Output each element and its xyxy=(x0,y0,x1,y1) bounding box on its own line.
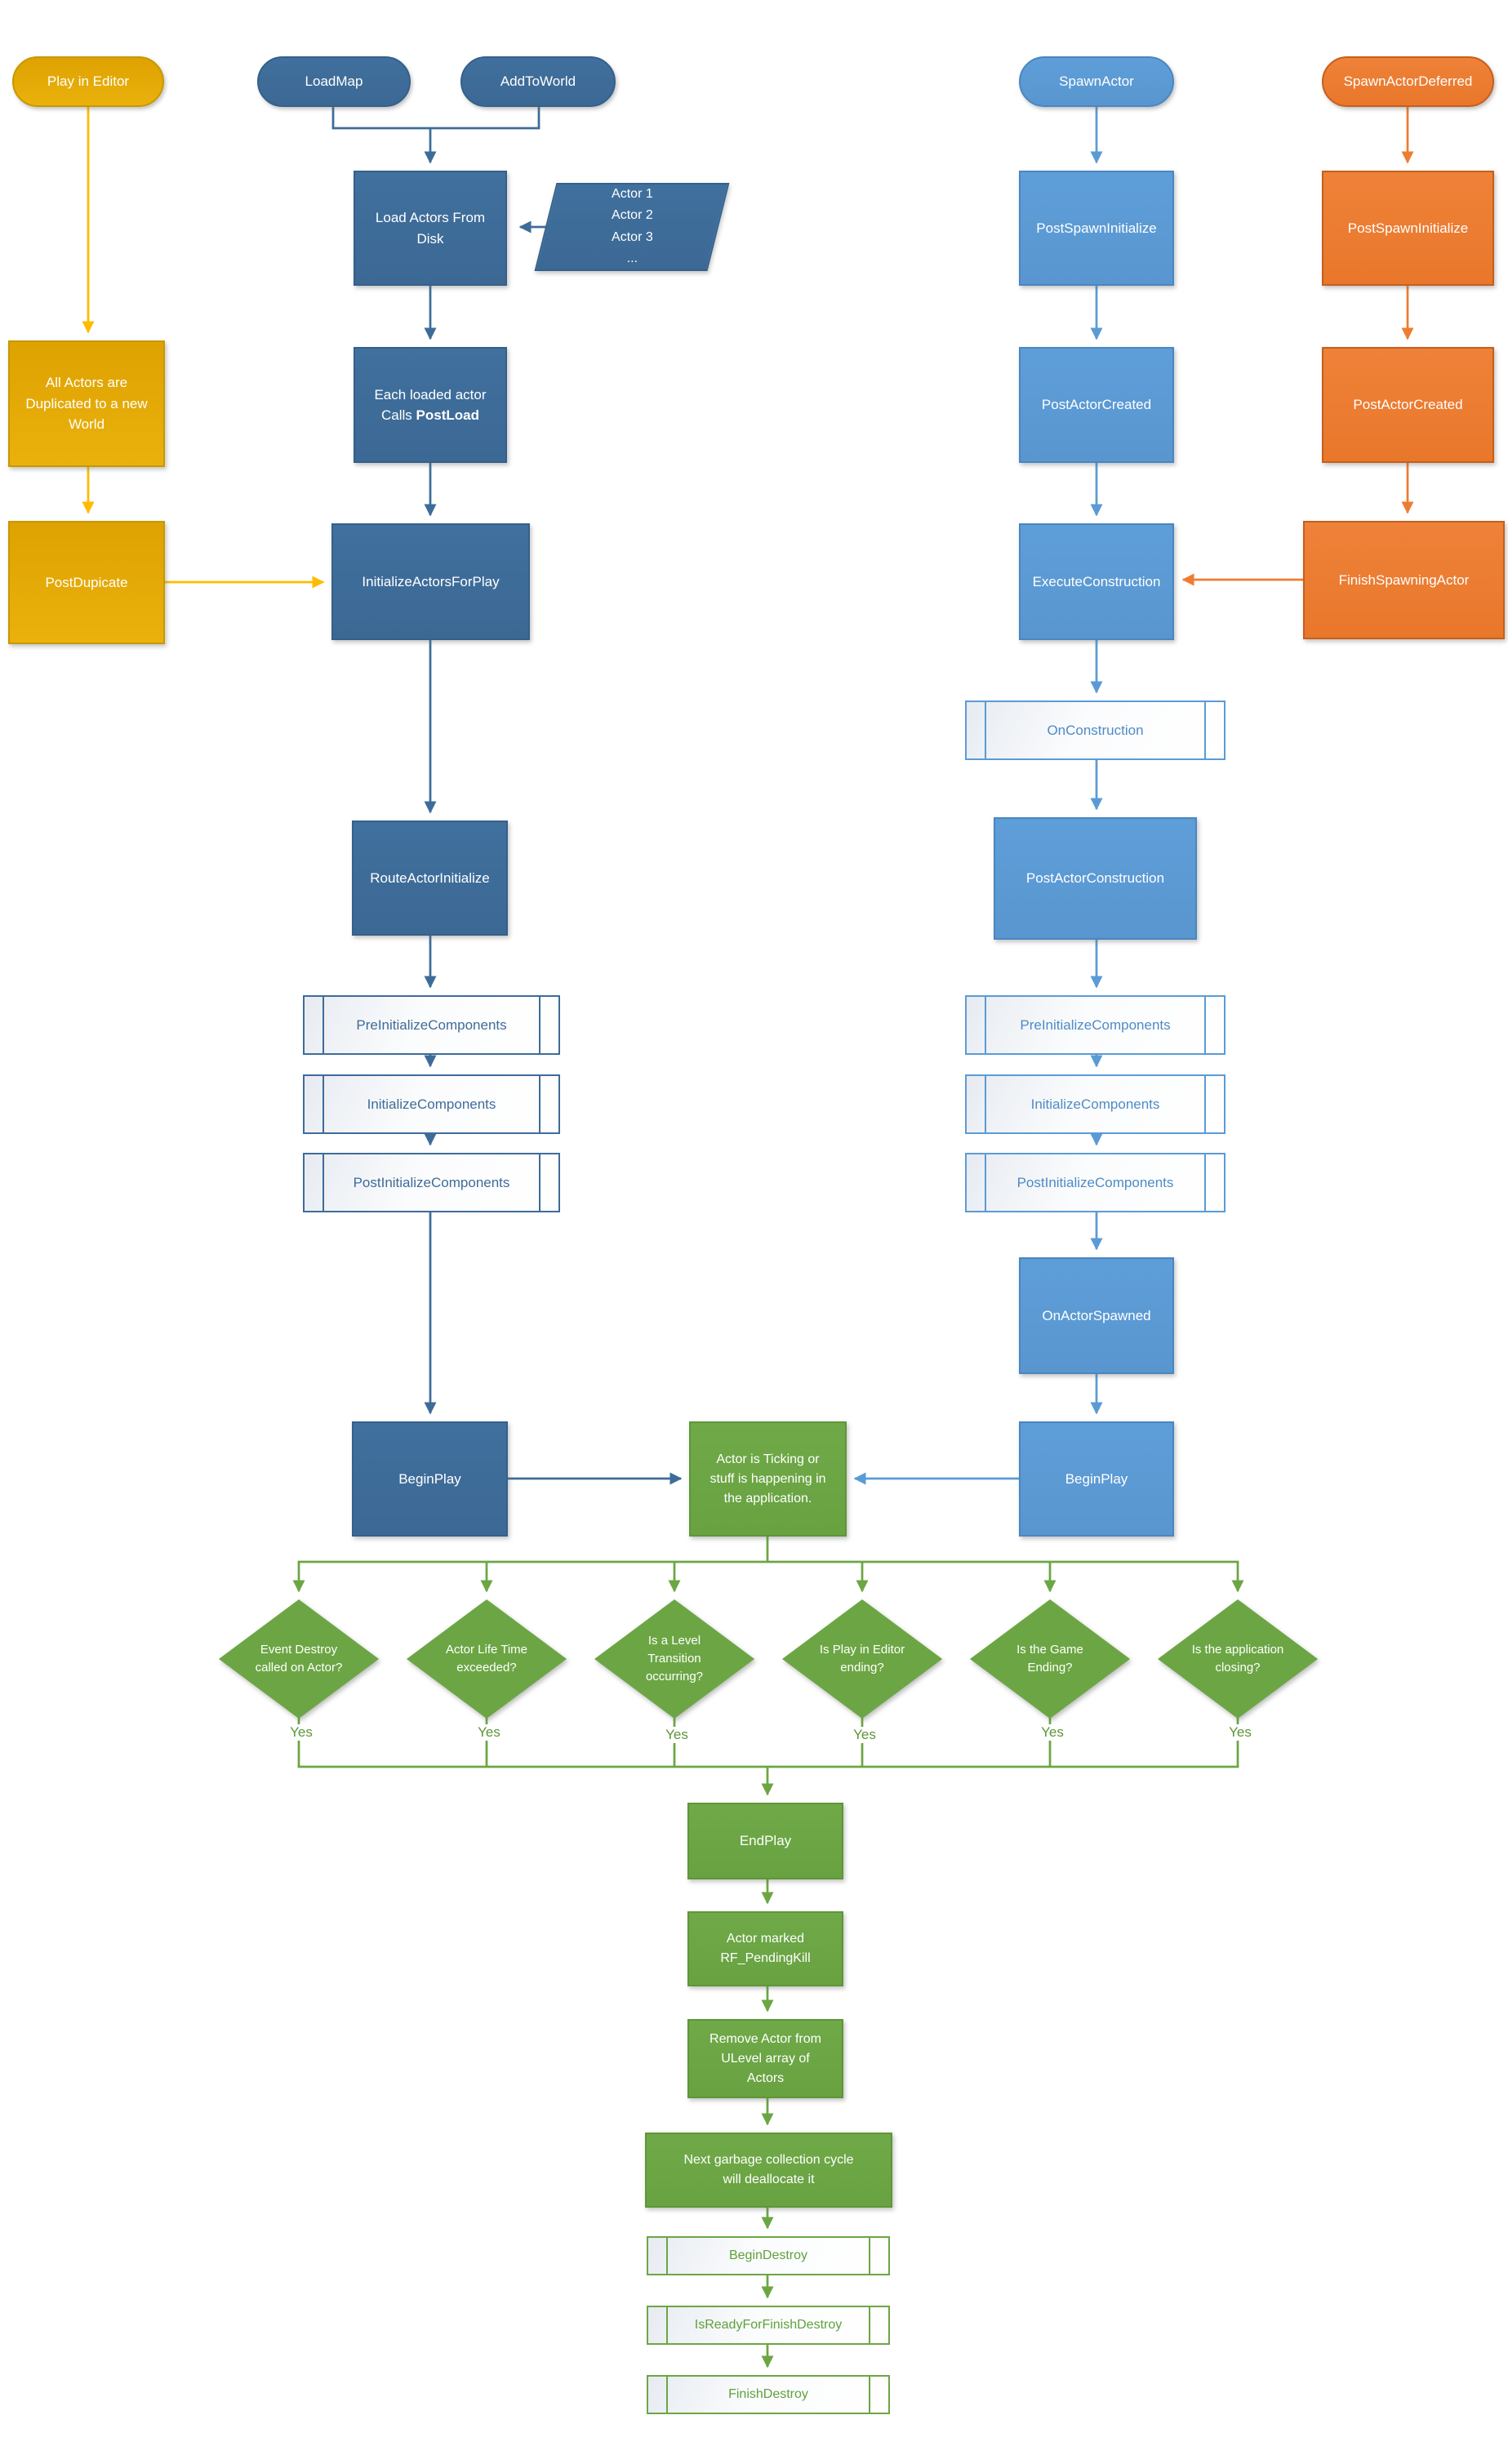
node-endplay: EndPlay xyxy=(687,1803,843,1879)
node-play-in-editor-label: Play in Editor xyxy=(47,73,130,90)
diamond-event-destroy: Event Destroy called on Actor? xyxy=(219,1599,379,1719)
diamond-app-closing-label: Is the application closing? xyxy=(1158,1599,1318,1719)
node-executeconstruction-label: ExecuteConstruction xyxy=(1032,573,1161,589)
node-preinitializecomponents-right-label: PreInitializeComponents xyxy=(1020,1016,1171,1033)
node-preinitializecomponents-left: PreInitializeComponents xyxy=(303,995,560,1055)
node-routeactorinitialize-label: RouteActorInitialize xyxy=(370,870,490,886)
node-actor-list: Actor 1 Actor 2 Actor 3 ... xyxy=(534,183,730,271)
diamond-game-ending: Is the Game Ending? xyxy=(970,1599,1130,1719)
node-load-actors-label: Load Actors From Disk xyxy=(375,210,486,247)
node-finishdestroy: FinishDestroy xyxy=(647,2375,890,2414)
node-onconstruction-label: OnConstruction xyxy=(1047,722,1144,738)
node-addtoworld-label: AddToWorld xyxy=(500,73,576,90)
node-beginplay-left-label: BeginPlay xyxy=(398,1470,461,1487)
node-finishdestroy-label: FinishDestroy xyxy=(728,2387,808,2401)
node-actor-ticking-label: Actor is Ticking or stuff is happening i… xyxy=(710,1452,826,1506)
node-postinitializecomponents-right: PostInitializeComponents xyxy=(965,1153,1226,1212)
node-postactorconstruction-label: PostActorConstruction xyxy=(1025,870,1165,887)
node-beginplay-left: BeginPlay xyxy=(352,1421,508,1537)
diamond-pie-ending-label: Is Play in Editor ending? xyxy=(782,1599,942,1719)
yes-label: Yes xyxy=(1220,1724,1261,1741)
node-postactorcreated-orange: PostActorCreated xyxy=(1322,347,1494,463)
node-preinitializecomponents-right: PreInitializeComponents xyxy=(965,995,1226,1055)
node-postactorcreated-orange-label: PostActorCreated xyxy=(1353,397,1463,413)
node-postinitializecomponents-right-label: PostInitializeComponents xyxy=(1016,1174,1174,1190)
node-rf-pendingkill-label: Actor marked RF_PendingKill xyxy=(720,1932,811,1965)
node-addtoworld: AddToWorld xyxy=(460,56,616,107)
node-initializeactorsforplay: InitializeActorsForPlay xyxy=(331,523,530,640)
node-postspawninitialize-blue: PostSpawnInitialize xyxy=(1019,171,1174,286)
yes-label: Yes xyxy=(1032,1724,1073,1741)
node-spawnactordeferred: SpawnActorDeferred xyxy=(1322,56,1494,107)
diamond-level-transition: Is a Level Transition occurring? xyxy=(594,1599,754,1719)
diamond-pie-ending: Is Play in Editor ending? xyxy=(782,1599,942,1719)
node-load-actors-from-disk: Load Actors From Disk xyxy=(354,171,507,286)
node-all-actors-duplicated: All Actors are Duplicated to a new World xyxy=(8,340,165,467)
diamond-lifetime-exceeded-label: Actor Life Time exceeded? xyxy=(407,1599,567,1719)
node-onconstruction: OnConstruction xyxy=(965,701,1226,760)
node-postspawninitialize-orange-label: PostSpawnInitialize xyxy=(1347,220,1469,236)
node-initializecomponents-left-label: InitializeComponents xyxy=(367,1096,496,1112)
diamond-game-ending-label: Is the Game Ending? xyxy=(970,1599,1130,1719)
node-play-in-editor: Play in Editor xyxy=(12,56,164,107)
node-rf-pendingkill: Actor marked RF_PendingKill xyxy=(687,1911,843,1986)
node-remove-actor-label: Remove Actor from ULevel array of Actors xyxy=(710,2031,821,2085)
node-initializeactorsforplay-label: InitializeActorsForPlay xyxy=(362,573,500,589)
node-isreadyforfinishdestroy: IsReadyForFinishDestroy xyxy=(647,2306,890,2345)
node-postactorcreated-blue-label: PostActorCreated xyxy=(1041,397,1152,413)
node-loadmap: LoadMap xyxy=(257,56,411,107)
node-actor-ticking: Actor is Ticking or stuff is happening i… xyxy=(689,1421,847,1537)
node-initializecomponents-right-label: InitializeComponents xyxy=(1030,1096,1160,1112)
node-postactorcreated-blue: PostActorCreated xyxy=(1019,347,1174,463)
node-beginplay-right-label: BeginPlay xyxy=(1065,1470,1128,1487)
node-finishspawningactor: FinishSpawningActor xyxy=(1303,521,1505,639)
node-postdupicate-label: PostDupicate xyxy=(45,574,128,590)
node-routeactorinitialize: RouteActorInitialize xyxy=(352,821,508,936)
diamond-event-destroy-label: Event Destroy called on Actor? xyxy=(219,1599,379,1719)
node-postspawninitialize-blue-label: PostSpawnInitialize xyxy=(1036,220,1157,236)
node-remove-actor: Remove Actor from ULevel array of Actors xyxy=(687,2019,843,2098)
node-loadmap-label: LoadMap xyxy=(305,73,363,90)
node-all-actors-label: All Actors are Duplicated to a new World xyxy=(25,375,148,433)
node-onactorspawned: OnActorSpawned xyxy=(1019,1257,1174,1374)
node-spawnactor-label: SpawnActor xyxy=(1059,73,1134,90)
node-begindestroy-label: BeginDestroy xyxy=(728,2248,808,2262)
node-endplay-label: EndPlay xyxy=(739,1833,792,1849)
node-garbage-collection: Next garbage collection cycle will deall… xyxy=(645,2133,892,2208)
diamond-level-transition-label: Is a Level Transition occurring? xyxy=(594,1599,754,1719)
node-executeconstruction: ExecuteConstruction xyxy=(1019,523,1174,640)
node-postinitializecomponents-left-label: PostInitializeComponents xyxy=(353,1174,510,1190)
node-preinitializecomponents-left-label: PreInitializeComponents xyxy=(356,1016,507,1033)
node-postspawninitialize-orange: PostSpawnInitialize xyxy=(1322,171,1494,286)
node-finishspawningactor-label: FinishSpawningActor xyxy=(1338,572,1470,588)
node-beginplay-right: BeginPlay xyxy=(1019,1421,1174,1537)
yes-label: Yes xyxy=(656,1727,697,1743)
node-spawnactordeferred-label: SpawnActorDeferred xyxy=(1343,73,1473,90)
node-initializecomponents-left: InitializeComponents xyxy=(303,1074,560,1134)
node-spawnactor: SpawnActor xyxy=(1019,56,1174,107)
yes-label: Yes xyxy=(281,1724,322,1741)
node-begindestroy: BeginDestroy xyxy=(647,2236,890,2275)
node-actor-list-label: Actor 1 Actor 2 Actor 3 ... xyxy=(611,187,653,266)
node-postinitializecomponents-left: PostInitializeComponents xyxy=(303,1153,560,1212)
yes-label: Yes xyxy=(469,1724,509,1741)
node-postdupicate: PostDupicate xyxy=(8,521,165,644)
diamond-lifetime-exceeded: Actor Life Time exceeded? xyxy=(407,1599,567,1719)
node-isreadyforfinishdestroy-label: IsReadyForFinishDestroy xyxy=(694,2318,843,2332)
yes-label: Yes xyxy=(844,1727,885,1743)
node-postactorconstruction: PostActorConstruction xyxy=(994,817,1197,940)
node-garbage-collection-label: Next garbage collection cycle will deall… xyxy=(683,2153,854,2186)
node-onactorspawned-label: OnActorSpawned xyxy=(1042,1307,1151,1323)
node-initializecomponents-right: InitializeComponents xyxy=(965,1074,1226,1134)
diamond-app-closing: Is the application closing? xyxy=(1158,1599,1318,1719)
